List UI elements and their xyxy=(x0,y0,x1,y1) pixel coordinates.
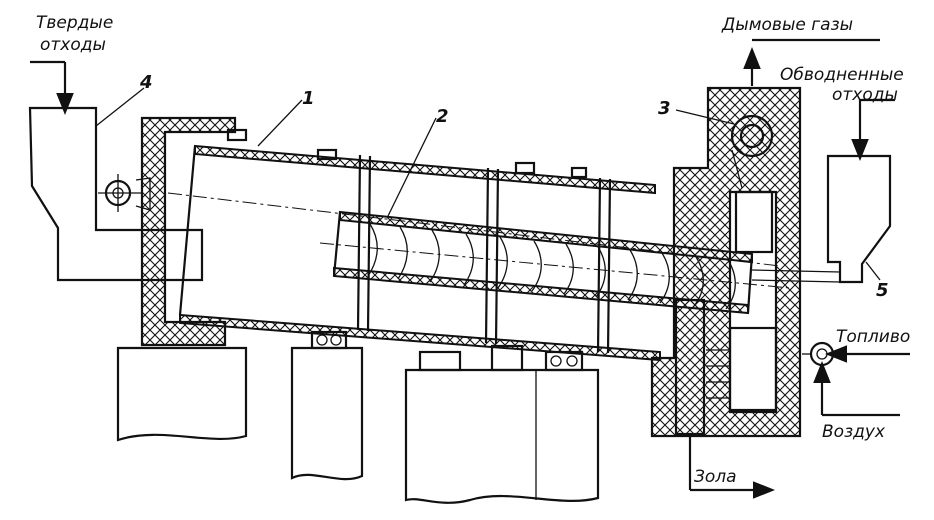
solid-waste-hopper xyxy=(28,106,204,282)
left-drive-wheel xyxy=(98,174,151,212)
rotary-drum xyxy=(167,128,781,362)
callout-4: 4 xyxy=(139,72,153,93)
label-solid-waste-1: Твердые xyxy=(36,13,113,33)
screw-tube xyxy=(319,210,841,315)
callout-2: 2 xyxy=(436,106,449,127)
foundation-middle xyxy=(290,346,364,481)
label-air: Воздух xyxy=(822,422,886,442)
label-flue-gases: Дымовые газы xyxy=(721,15,853,35)
callout-leaders xyxy=(95,87,881,281)
foundation-left xyxy=(116,346,248,442)
callout-3: 3 xyxy=(658,98,671,119)
right-furnace xyxy=(650,86,802,438)
label-watered-waste-2: отходы xyxy=(832,85,898,105)
label-ash: Зола xyxy=(694,467,737,487)
roller-supports xyxy=(310,330,584,372)
fuel-air-burner xyxy=(802,341,910,417)
callout-5: 5 xyxy=(876,280,889,301)
label-fuel: Топливо xyxy=(836,327,910,347)
foundation-right xyxy=(404,368,600,504)
exhaust-fan xyxy=(730,114,774,189)
callout-1: 1 xyxy=(302,88,315,109)
left-chamber-insulation xyxy=(140,116,237,347)
label-solid-waste-2: отходы xyxy=(40,35,106,55)
label-watered-waste-1: Обводненные xyxy=(780,65,904,85)
watered-waste-hopper xyxy=(826,154,892,284)
flow-arrows xyxy=(30,38,895,499)
